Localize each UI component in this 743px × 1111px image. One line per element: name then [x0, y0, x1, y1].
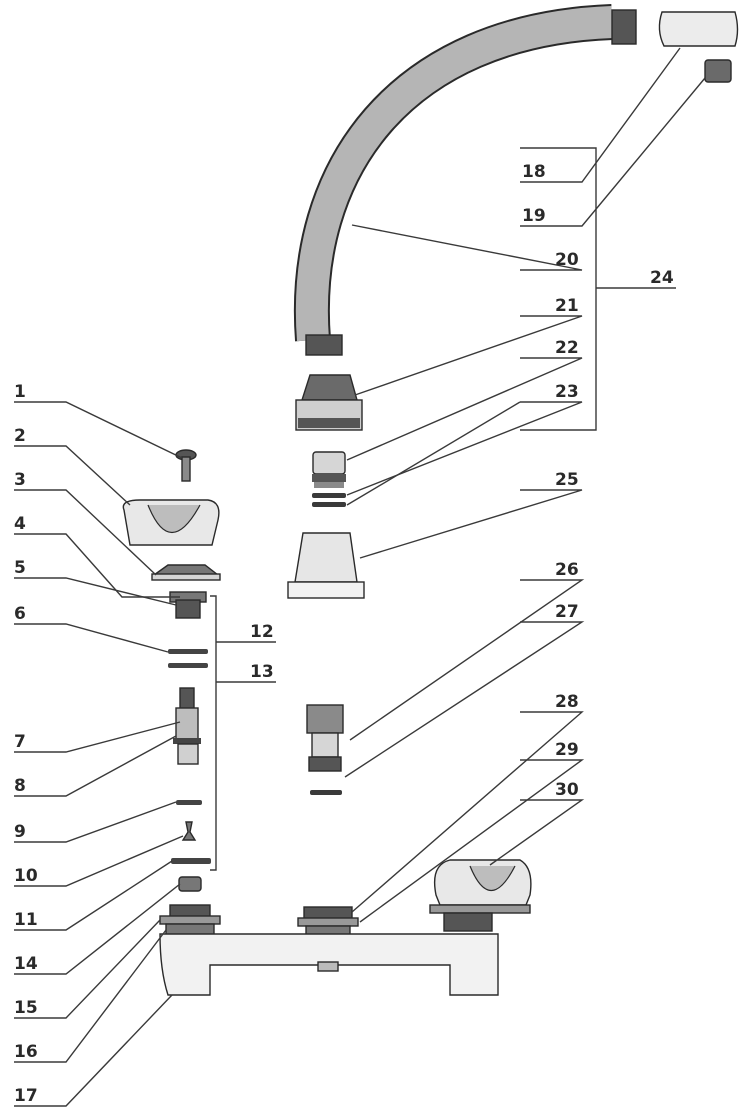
spout-insert	[312, 451, 346, 488]
callout-16: 16	[14, 1042, 38, 1062]
callout-1: 1	[14, 382, 26, 402]
callout-30: 30	[555, 780, 579, 800]
callout-6: 6	[14, 604, 26, 624]
spout-base	[287, 532, 365, 599]
callout-14: 14	[14, 954, 38, 974]
callout-24: 24	[650, 268, 674, 288]
aerator-insert	[704, 59, 732, 83]
callout-20: 20	[555, 250, 579, 270]
callout-21: 21	[555, 296, 579, 316]
callout-4: 4	[14, 514, 26, 534]
leader-lines	[14, 47, 706, 1107]
callout-23: 23	[555, 382, 579, 402]
callout-17: 17	[14, 1086, 38, 1106]
callout-15: 15	[14, 998, 38, 1018]
spout-o-rings	[312, 493, 346, 507]
callout-25: 25	[555, 470, 579, 490]
bonnet-nut	[169, 591, 207, 619]
base-washer	[171, 858, 211, 864]
callout-10: 10	[14, 866, 38, 886]
callout-26: 26	[555, 560, 579, 580]
callout-3: 3	[14, 470, 26, 490]
callout-8: 8	[14, 776, 26, 796]
retaining-clip	[181, 821, 197, 841]
spout-tube	[293, 4, 637, 356]
callout-5: 5	[14, 558, 26, 578]
right-handle	[429, 859, 532, 932]
callout-9: 9	[14, 822, 26, 842]
stem-cartridge	[173, 687, 201, 765]
callout-7: 7	[14, 732, 26, 752]
right-cartridge	[306, 704, 344, 795]
small-washer	[176, 800, 202, 805]
callout-2: 2	[14, 426, 26, 446]
aerator-housing	[658, 11, 739, 47]
callout-29: 29	[555, 740, 579, 760]
left-handle	[122, 499, 220, 546]
callout-12: 12	[250, 622, 274, 642]
handle-cap	[151, 564, 221, 581]
callout-28: 28	[555, 692, 579, 712]
callout-11: 11	[14, 910, 38, 930]
spout-collar	[295, 374, 363, 431]
callout-18: 18	[522, 162, 546, 182]
left-valve	[159, 904, 221, 937]
callout-22: 22	[555, 338, 579, 358]
screw	[175, 449, 197, 482]
callout-19: 19	[522, 206, 546, 226]
washers	[168, 649, 208, 668]
center-valve	[297, 906, 359, 937]
callout-13: 13	[250, 662, 274, 682]
faucet-base	[159, 933, 499, 996]
callout-27: 27	[555, 602, 579, 622]
valve-seat	[178, 876, 202, 892]
